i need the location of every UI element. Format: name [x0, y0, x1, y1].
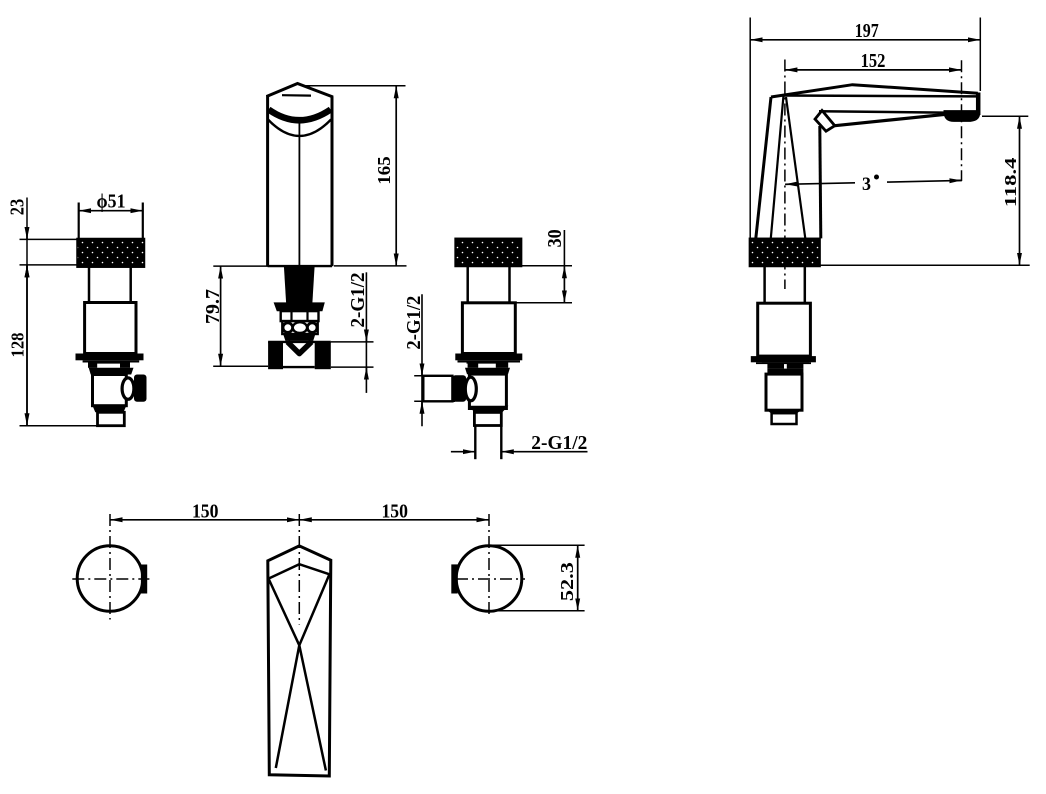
svg-text:3: 3: [862, 174, 871, 195]
svg-text:ϕ51: ϕ51: [97, 191, 126, 213]
svg-text:150: 150: [192, 501, 219, 523]
svg-text:79.7: 79.7: [202, 289, 224, 324]
svg-text:30: 30: [544, 229, 566, 247]
svg-text:2-G1/2: 2-G1/2: [347, 273, 369, 328]
svg-text:23: 23: [7, 199, 29, 215]
svg-text:118.4: 118.4: [1001, 157, 1020, 207]
svg-text:152: 152: [861, 50, 886, 72]
svg-text:128: 128: [8, 333, 28, 358]
svg-text:165: 165: [374, 156, 394, 184]
svg-text:52.3: 52.3: [557, 562, 577, 601]
svg-text:2-G1/2: 2-G1/2: [531, 432, 587, 454]
svg-text:2-G1/2: 2-G1/2: [403, 296, 425, 350]
svg-text:150: 150: [381, 501, 408, 523]
svg-text:197: 197: [855, 20, 879, 42]
